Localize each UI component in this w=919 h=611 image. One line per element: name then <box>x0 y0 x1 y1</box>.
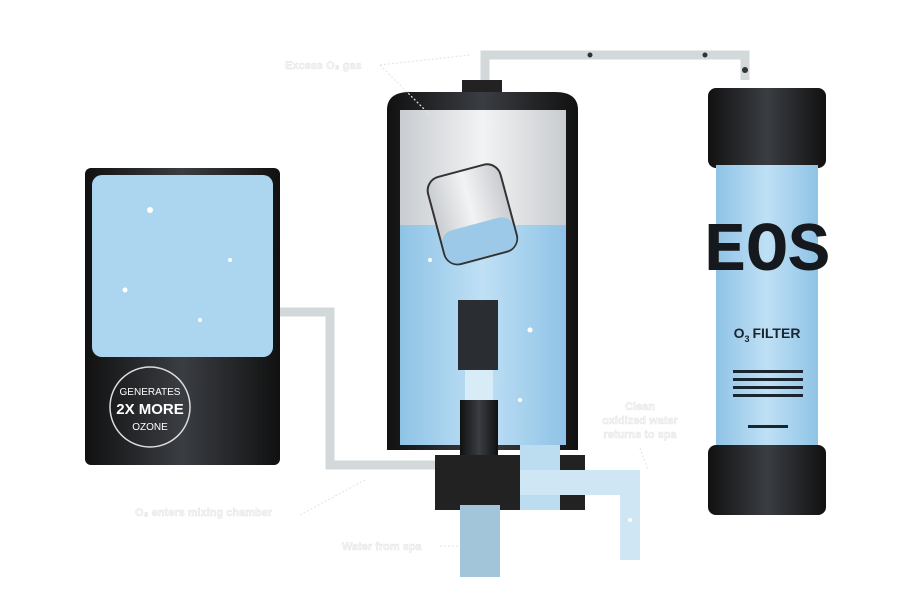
label-clean-water-1: Clean <box>625 401 655 413</box>
label-excess-gas: Excess O₃ gas <box>285 60 362 72</box>
generator-line2: 2X MORE <box>116 401 184 418</box>
filter-brand: EOS <box>704 213 830 292</box>
label-mixing-chamber: O₃ enters mixing chamber <box>135 507 273 519</box>
generator-line1: GENERATES <box>120 387 181 398</box>
ozone-generator: GENERATES 2X MORE OZONE <box>85 168 280 465</box>
label-clean-water-3: returns to spa <box>603 429 677 441</box>
tube-bubbles <box>587 52 748 73</box>
mixing-chamber <box>387 80 640 577</box>
label-clean-water-2: oxidized water <box>602 415 679 427</box>
label-water-from-spa: Water from spa <box>342 541 423 553</box>
generator-line3: OZONE <box>132 422 168 433</box>
